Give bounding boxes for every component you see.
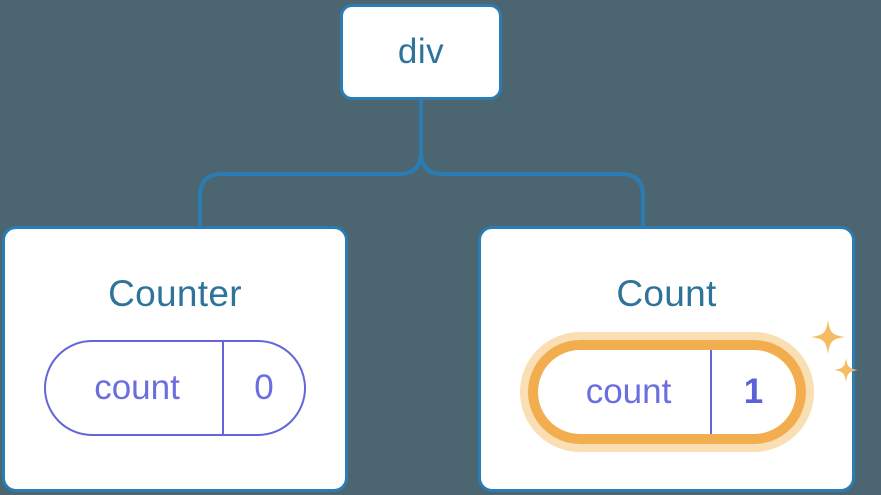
state-pill-highlighted[interactable]: count 1 — [527, 340, 806, 444]
state-key: count — [585, 372, 672, 411]
state-pill-divider — [222, 342, 224, 434]
sparkle-icon-group — [810, 320, 858, 382]
state-value: 1 — [743, 372, 764, 411]
component-card-count[interactable]: Count count 1 — [478, 226, 858, 492]
sparkle-icon-large — [810, 320, 845, 354]
state-pill-divider — [709, 350, 712, 434]
state-pill-wrapper: count 1 — [527, 320, 858, 444]
root-node-div[interactable]: div — [340, 4, 502, 100]
component-title: Count — [616, 273, 717, 314]
component-title: Counter — [108, 273, 242, 314]
state-pill-wrapper: count 0 — [44, 340, 306, 436]
component-card-counter[interactable]: Counter count 0 — [2, 226, 348, 492]
sparkle-icon-small — [833, 358, 858, 382]
state-value: 0 — [254, 368, 274, 407]
root-node-label: div — [397, 32, 445, 71]
state-key: count — [94, 368, 180, 407]
state-pill[interactable]: count 0 — [44, 340, 306, 436]
